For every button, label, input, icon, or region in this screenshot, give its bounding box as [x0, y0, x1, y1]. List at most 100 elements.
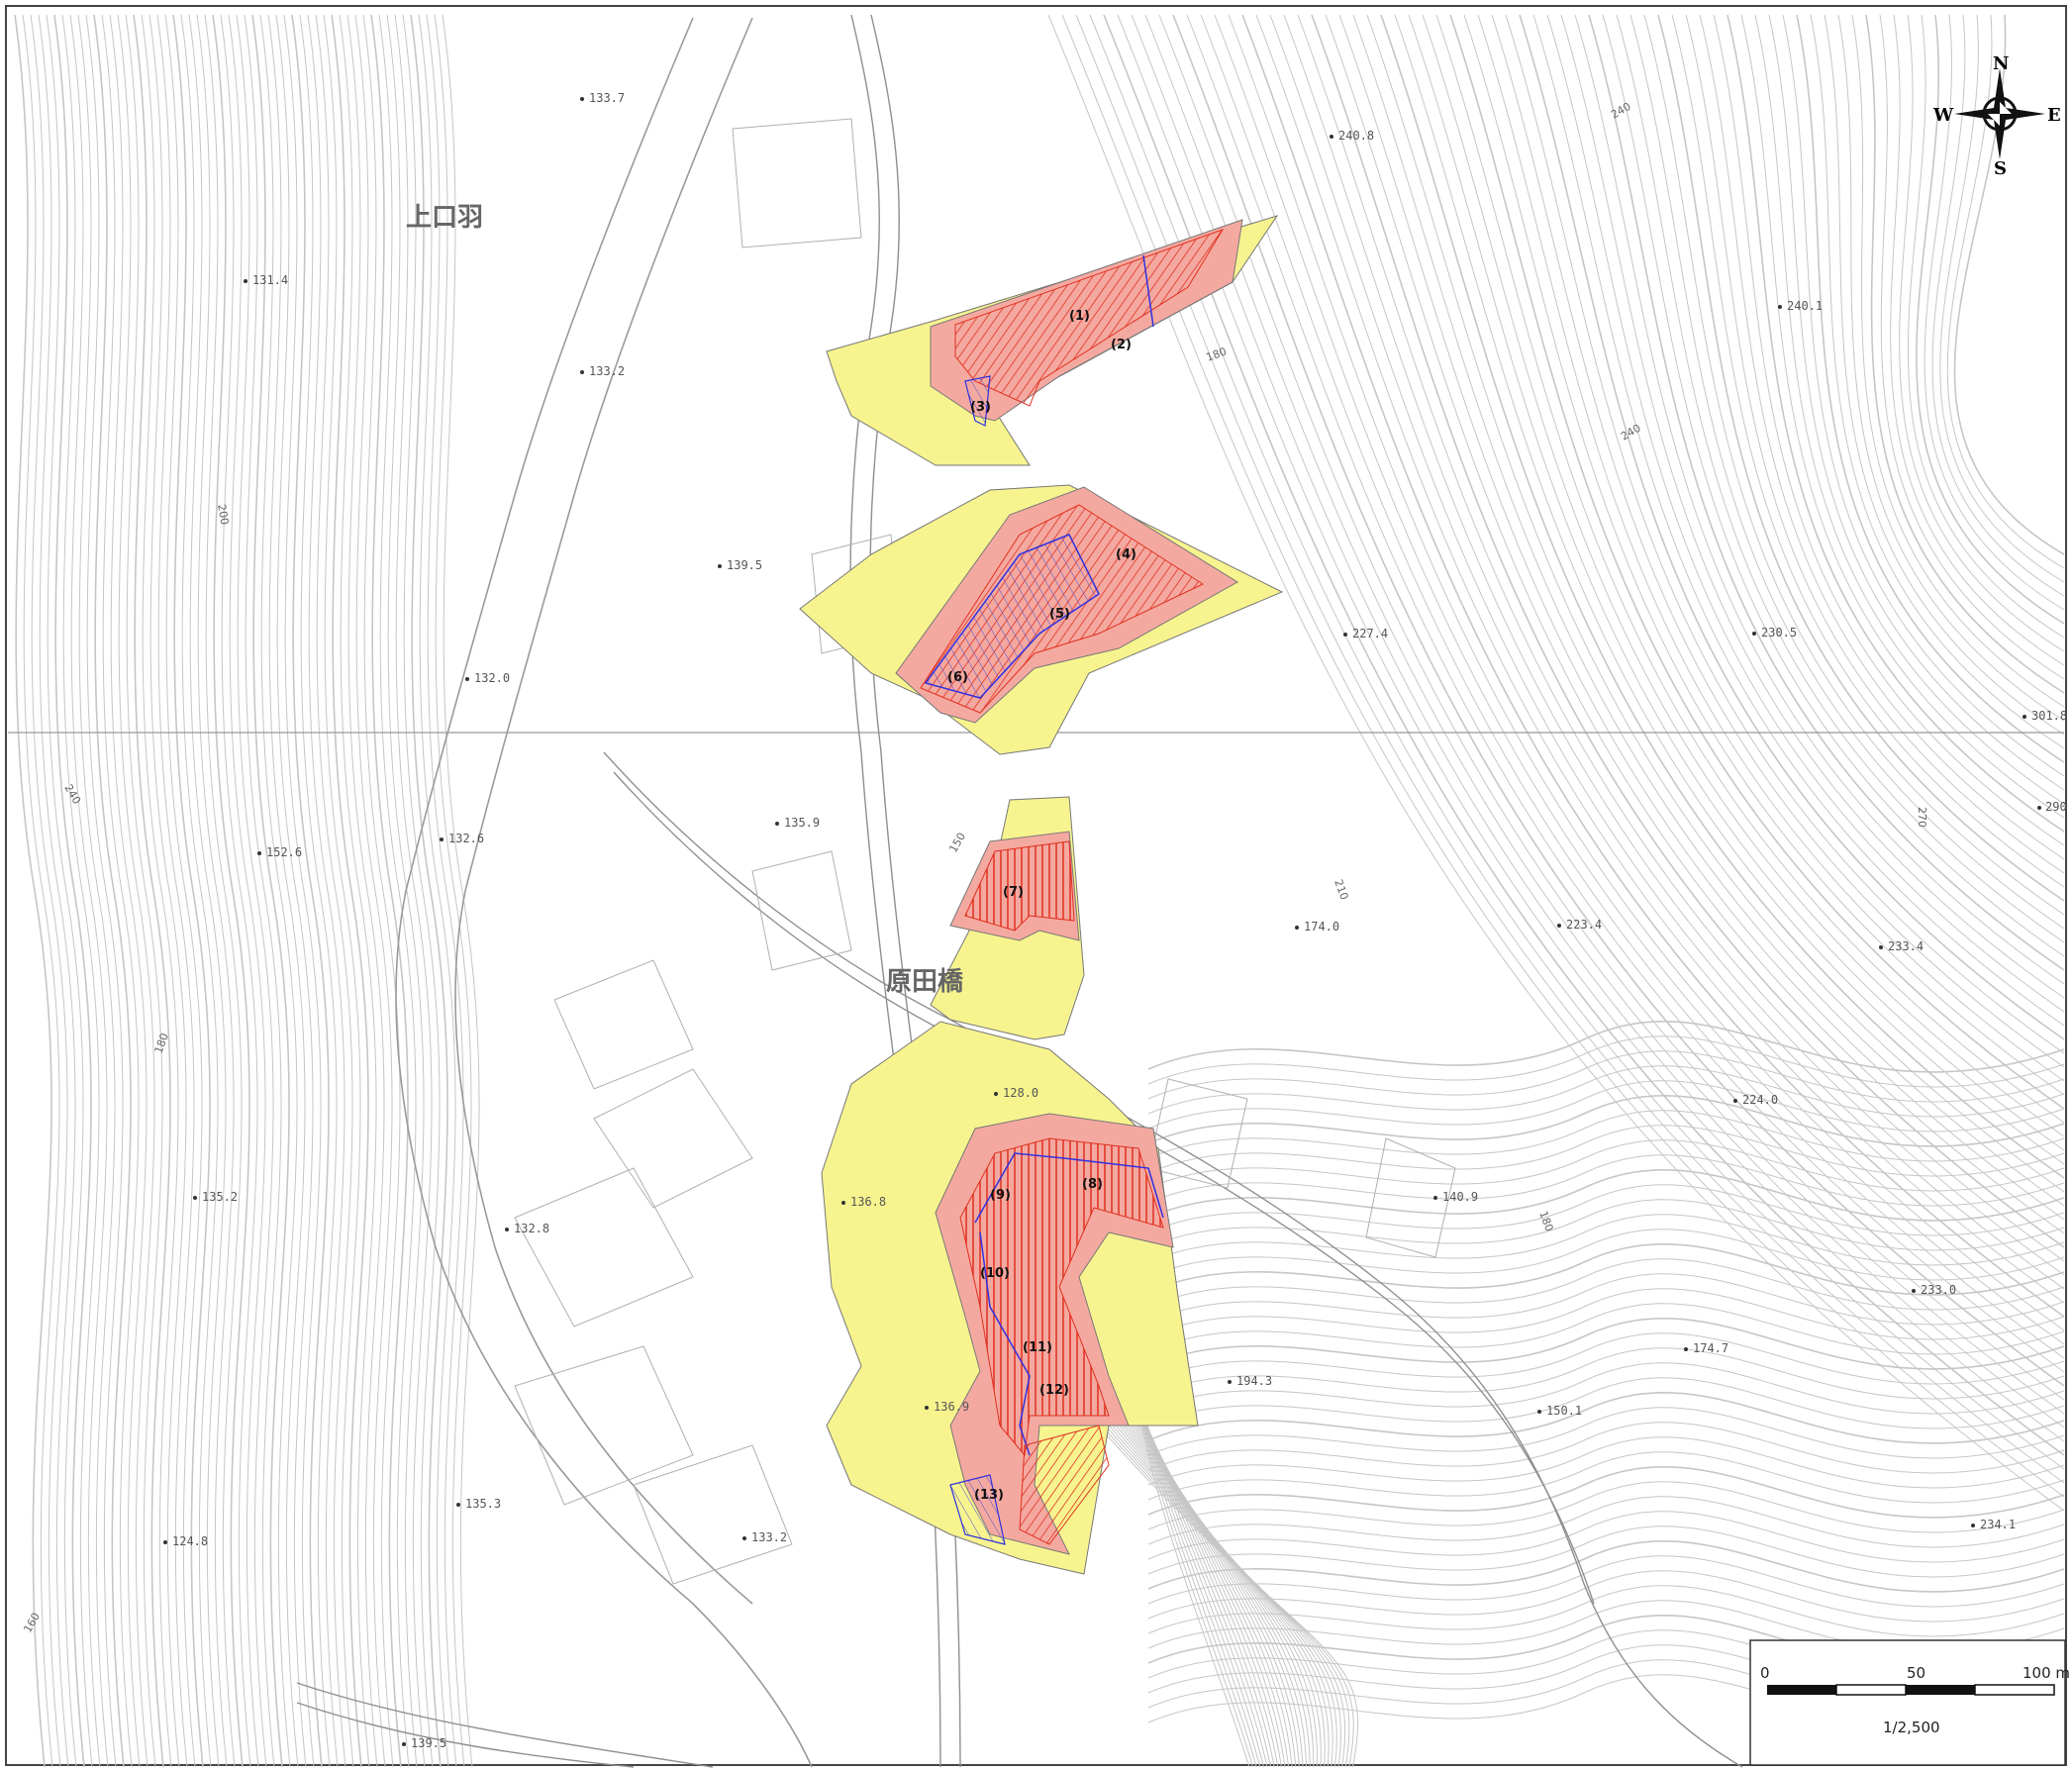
- contour-line: [1214, 14, 2065, 1345]
- contour-line: [354, 14, 393, 1768]
- compass-rose: N S W E: [1932, 53, 2061, 179]
- hazard-zone-7[interactable]: [930, 796, 1085, 1040]
- spot-height: 240.1: [1787, 299, 1823, 313]
- spot-height: 133.7: [589, 91, 625, 105]
- zone-label: (2): [1111, 338, 1132, 352]
- zone-label: (9): [990, 1188, 1011, 1203]
- contour-line: [236, 14, 274, 1768]
- contour-line: [315, 14, 353, 1768]
- contour-line: [1089, 14, 2065, 1470]
- contour-line: [77, 14, 116, 1768]
- contour-line: [362, 14, 401, 1768]
- contour-line: [1824, 14, 2065, 736]
- contour-line: [1560, 14, 2065, 999]
- contour-line: [133, 14, 171, 1768]
- contour-line: [228, 14, 266, 1768]
- contour-label: 200: [215, 503, 231, 526]
- zone-label: (5): [1049, 607, 1070, 622]
- contour-line: [1422, 14, 2065, 1137]
- spot-height: 132.6: [448, 832, 484, 845]
- contour-line: [1325, 14, 2065, 1234]
- contour-line: [69, 14, 108, 1768]
- contour-line: [1068, 1376, 1346, 1768]
- contour-line: [283, 14, 322, 1768]
- contour-line: [1047, 14, 2065, 1512]
- contour-line: [1449, 14, 2065, 1110]
- contour-line: [442, 14, 480, 1768]
- contour-line: [1574, 14, 2065, 985]
- contour-line: [1931, 14, 2065, 597]
- spot-height: 234.1: [1980, 1518, 2016, 1531]
- contour-line: [1147, 1511, 2065, 1563]
- contour-line: [1096, 1347, 1300, 1768]
- contour-line: [1147, 1169, 2065, 1222]
- contour-line: [1147, 1377, 2065, 1429]
- contour-line: [1740, 14, 2065, 819]
- contour-line: [1147, 1184, 2065, 1236]
- contour-line: [1094, 1349, 1304, 1768]
- contour-line: [1532, 14, 2065, 1027]
- contour-line: [410, 14, 448, 1768]
- zone-label: (4): [1116, 547, 1136, 562]
- spot-height: 135.9: [784, 816, 820, 830]
- contour-line: [93, 14, 132, 1768]
- contour-line: [1061, 1383, 1359, 1768]
- hazard-zone-group-north[interactable]: [799, 215, 1284, 755]
- contour-line: [1699, 14, 2065, 860]
- contour-line: [46, 14, 84, 1768]
- contour-line: [402, 14, 441, 1768]
- contour-line: [1117, 14, 2065, 1442]
- zone-label: (10): [980, 1266, 1010, 1281]
- spot-height: 233.4: [1888, 939, 1924, 953]
- contour-line: [1269, 14, 2065, 1290]
- contour-line: [180, 14, 219, 1768]
- field-parcels: [514, 118, 1456, 1585]
- spot-height: 136.8: [850, 1195, 886, 1209]
- contour-line: [1147, 1050, 2065, 1103]
- contour-line: [1147, 1451, 2065, 1504]
- spot-height: 240.8: [1338, 129, 1374, 143]
- contour-line: [109, 14, 148, 1768]
- contour-line: [1283, 14, 2065, 1276]
- contour-line: [418, 14, 456, 1768]
- contour-line: [339, 14, 377, 1768]
- contour-line: [1810, 14, 2065, 749]
- spot-height: 132.0: [474, 671, 510, 685]
- contour-line: [267, 14, 306, 1768]
- contour-line: [299, 14, 338, 1768]
- zone-label: (11): [1023, 1340, 1052, 1355]
- spot-height: 139.5: [727, 558, 762, 572]
- spot-height: 194.3: [1236, 1374, 1272, 1388]
- spot-height: 233.0: [1921, 1283, 1956, 1297]
- contour-line: [1147, 1392, 2065, 1444]
- contour-line: [1657, 14, 2065, 902]
- spot-height: 223.4: [1566, 918, 1602, 932]
- contour-line: [1477, 14, 2065, 1082]
- contour-line: [1352, 14, 2065, 1207]
- hazard-zone-group-south[interactable]: [821, 1021, 1199, 1575]
- contour-line: [1084, 1359, 1318, 1768]
- contour-line: [1147, 1258, 2065, 1311]
- contour-line: [1089, 1354, 1311, 1768]
- place-name-haradabashi: 原田橋: [886, 967, 964, 997]
- contour-line: [101, 14, 140, 1768]
- contour-line: [1311, 14, 2065, 1248]
- contour-line: [386, 14, 425, 1768]
- contour-line: [1147, 1555, 2065, 1608]
- zone-label: (7): [1003, 885, 1024, 900]
- contour-line: [1685, 14, 2065, 874]
- contour-line: [148, 14, 187, 1768]
- contour-line: [1147, 1243, 2065, 1296]
- contour-line: [1092, 1352, 1308, 1768]
- contour-line: [1727, 14, 2065, 833]
- contour-line: [1075, 1368, 1333, 1768]
- contour-line: [1075, 14, 2065, 1484]
- contour-line: [53, 14, 92, 1768]
- contour-line: [1505, 14, 2065, 1054]
- contour-line: [1643, 14, 2065, 916]
- contour-line: [1366, 14, 2065, 1193]
- spot-height: 128.0: [1003, 1086, 1038, 1100]
- contour-line: [1297, 14, 2065, 1262]
- contour-line: [1671, 14, 2065, 888]
